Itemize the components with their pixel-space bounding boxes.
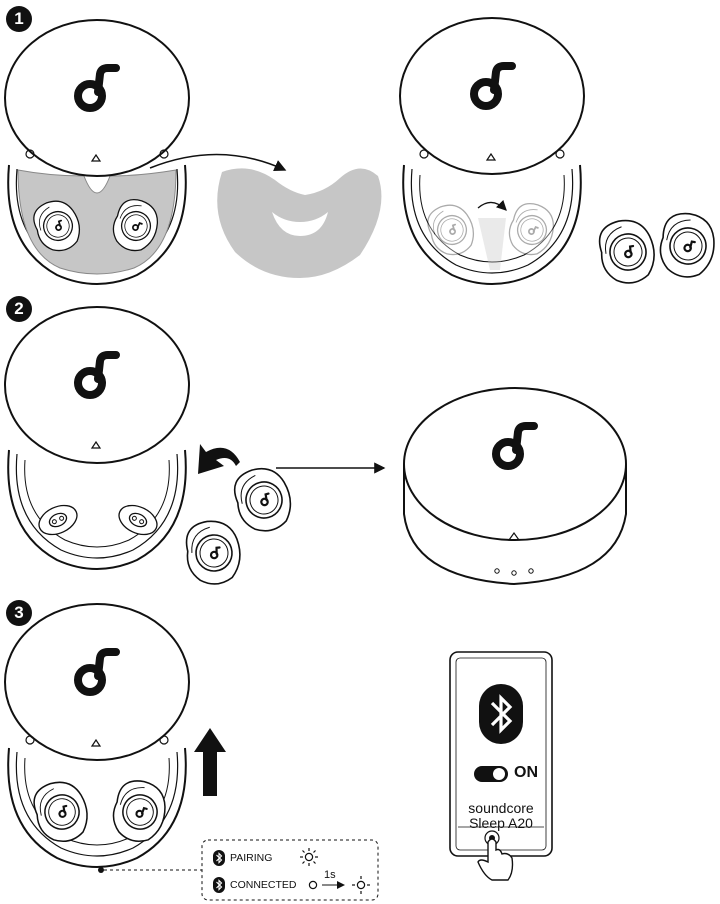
step1-case-opened <box>400 18 584 284</box>
step1-case-with-cover <box>5 20 189 284</box>
earbud-left <box>596 216 659 287</box>
led-indicator <box>98 867 104 873</box>
bluetooth-toggle[interactable] <box>474 766 508 782</box>
open-lid-arrow <box>194 728 226 796</box>
case-lid <box>400 18 584 174</box>
closed-case <box>404 388 626 584</box>
step3-case-open <box>5 604 189 867</box>
led-legend-box <box>202 840 378 900</box>
bluetooth-icon <box>479 684 523 744</box>
case-lid <box>5 20 189 176</box>
removed-cover-insert <box>217 168 381 278</box>
device-brand: soundcore <box>456 800 546 816</box>
pairing-label: PAIRING <box>230 852 272 864</box>
bluetooth-icon <box>213 877 225 893</box>
step2-case-empty <box>5 307 189 569</box>
case-lid <box>5 307 189 463</box>
connected-label: CONNECTED <box>230 879 297 891</box>
insert-arrow <box>198 444 240 474</box>
toggle-label: ON <box>514 764 538 782</box>
device-model: Sleep A20 <box>456 815 546 831</box>
timing-label: 1s <box>324 869 336 881</box>
earbud-right <box>184 519 242 586</box>
earbud-left <box>230 462 297 536</box>
bluetooth-icon <box>213 850 225 866</box>
earbud-right <box>656 210 719 281</box>
